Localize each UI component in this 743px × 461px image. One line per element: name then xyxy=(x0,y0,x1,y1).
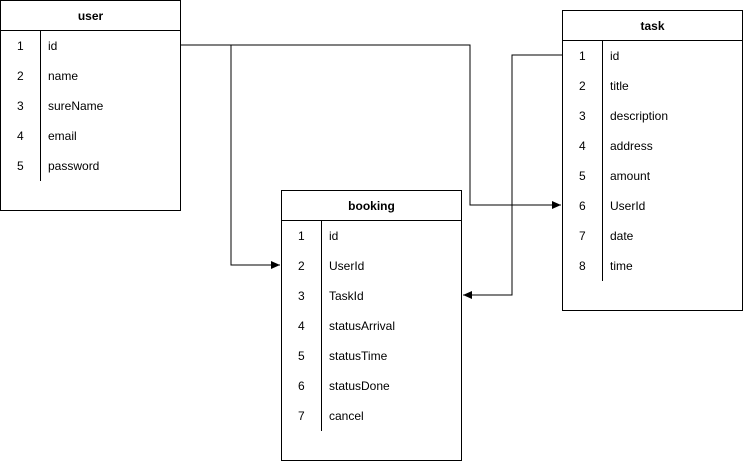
user-table-title: user xyxy=(1,1,180,31)
field-name: UserId xyxy=(610,199,646,213)
user-column-divider xyxy=(40,31,41,181)
task-row-1[interactable]: 1 id xyxy=(563,41,742,71)
booking-row-1[interactable]: 1 id xyxy=(282,221,461,251)
field-name: id xyxy=(48,39,58,53)
user-row-4[interactable]: 4 email xyxy=(1,121,180,151)
row-number: 4 xyxy=(298,319,305,333)
task-rows: 1 id 2 title 3 description 4 address 5 amount… xyxy=(563,41,742,281)
task-table[interactable]: task 1 id 2 title 3 description 4 address 5 a… xyxy=(562,10,743,311)
row-number: 8 xyxy=(579,259,586,273)
row-number: 6 xyxy=(298,379,305,393)
row-number: 4 xyxy=(579,139,586,153)
user-rows: 1 id 2 name 3 sureName 4 email 5 password xyxy=(1,31,180,181)
booking-row-4[interactable]: 4 statusArrival xyxy=(282,311,461,341)
field-name: statusDone xyxy=(329,379,390,393)
field-name: UserId xyxy=(329,259,365,273)
field-name: date xyxy=(610,229,634,243)
booking-row-6[interactable]: 6 statusDone xyxy=(282,371,461,401)
relation-task-id-to-booking-taskid[interactable] xyxy=(463,54,562,299)
field-name: id xyxy=(610,49,620,63)
row-number: 4 xyxy=(17,129,24,143)
user-row-3[interactable]: 3 sureName xyxy=(1,91,180,121)
task-row-4[interactable]: 4 address xyxy=(563,131,742,161)
row-number: 2 xyxy=(17,69,24,83)
field-name: description xyxy=(610,109,669,123)
row-number: 1 xyxy=(17,39,24,53)
row-number: 6 xyxy=(579,199,586,213)
field-name: TaskId xyxy=(329,289,364,303)
relation-user-id-to-booking-userid[interactable] xyxy=(181,44,280,269)
booking-column-divider xyxy=(321,221,322,431)
row-number: 5 xyxy=(298,349,305,363)
row-number: 1 xyxy=(298,229,305,243)
row-number: 2 xyxy=(579,79,586,93)
user-table[interactable]: user 1 id 2 name 3 sureName 4 email 5 passwor… xyxy=(0,0,181,211)
field-name: id xyxy=(329,229,339,243)
task-column-divider xyxy=(602,41,603,281)
field-name: cancel xyxy=(329,409,364,423)
row-number: 5 xyxy=(17,159,24,173)
field-name: time xyxy=(610,259,633,273)
user-row-5[interactable]: 5 password xyxy=(1,151,180,181)
task-row-3[interactable]: 3 description xyxy=(563,101,742,131)
booking-table[interactable]: booking 1 id 2 UserId 3 TaskId 4 statusArriv… xyxy=(281,190,462,461)
row-number: 5 xyxy=(579,169,586,183)
field-name: sureName xyxy=(48,99,104,113)
task-row-2[interactable]: 2 title xyxy=(563,71,742,101)
row-number: 2 xyxy=(298,259,305,273)
task-row-7[interactable]: 7 date xyxy=(563,221,742,251)
field-name: title xyxy=(610,79,629,93)
field-name: password xyxy=(48,159,100,173)
field-name: name xyxy=(48,69,79,83)
user-row-2[interactable]: 2 name xyxy=(1,61,180,91)
task-row-6[interactable]: 6 UserId xyxy=(563,191,742,221)
field-name: email xyxy=(48,129,77,143)
row-number: 3 xyxy=(17,99,24,113)
field-name: statusTime xyxy=(329,349,388,363)
user-row-1[interactable]: 1 id xyxy=(1,31,180,61)
booking-row-7[interactable]: 7 cancel xyxy=(282,401,461,431)
row-number: 7 xyxy=(579,229,586,243)
booking-row-5[interactable]: 5 statusTime xyxy=(282,341,461,371)
task-row-8[interactable]: 8 time xyxy=(563,251,742,281)
relation-user-id-to-task-userid[interactable] xyxy=(181,44,561,209)
field-name: amount xyxy=(610,169,651,183)
row-number: 1 xyxy=(579,49,586,63)
booking-row-3[interactable]: 3 TaskId xyxy=(282,281,461,311)
field-name: address xyxy=(610,139,653,153)
row-number: 3 xyxy=(298,289,305,303)
row-number: 3 xyxy=(579,109,586,123)
task-row-5[interactable]: 5 amount xyxy=(563,161,742,191)
booking-table-title: booking xyxy=(282,191,461,221)
booking-row-2[interactable]: 2 UserId xyxy=(282,251,461,281)
field-name: statusArrival xyxy=(329,319,396,333)
row-number: 7 xyxy=(298,409,305,423)
booking-rows: 1 id 2 UserId 3 TaskId 4 statusArrival 5 stat… xyxy=(282,221,461,431)
task-table-title: task xyxy=(563,11,742,41)
